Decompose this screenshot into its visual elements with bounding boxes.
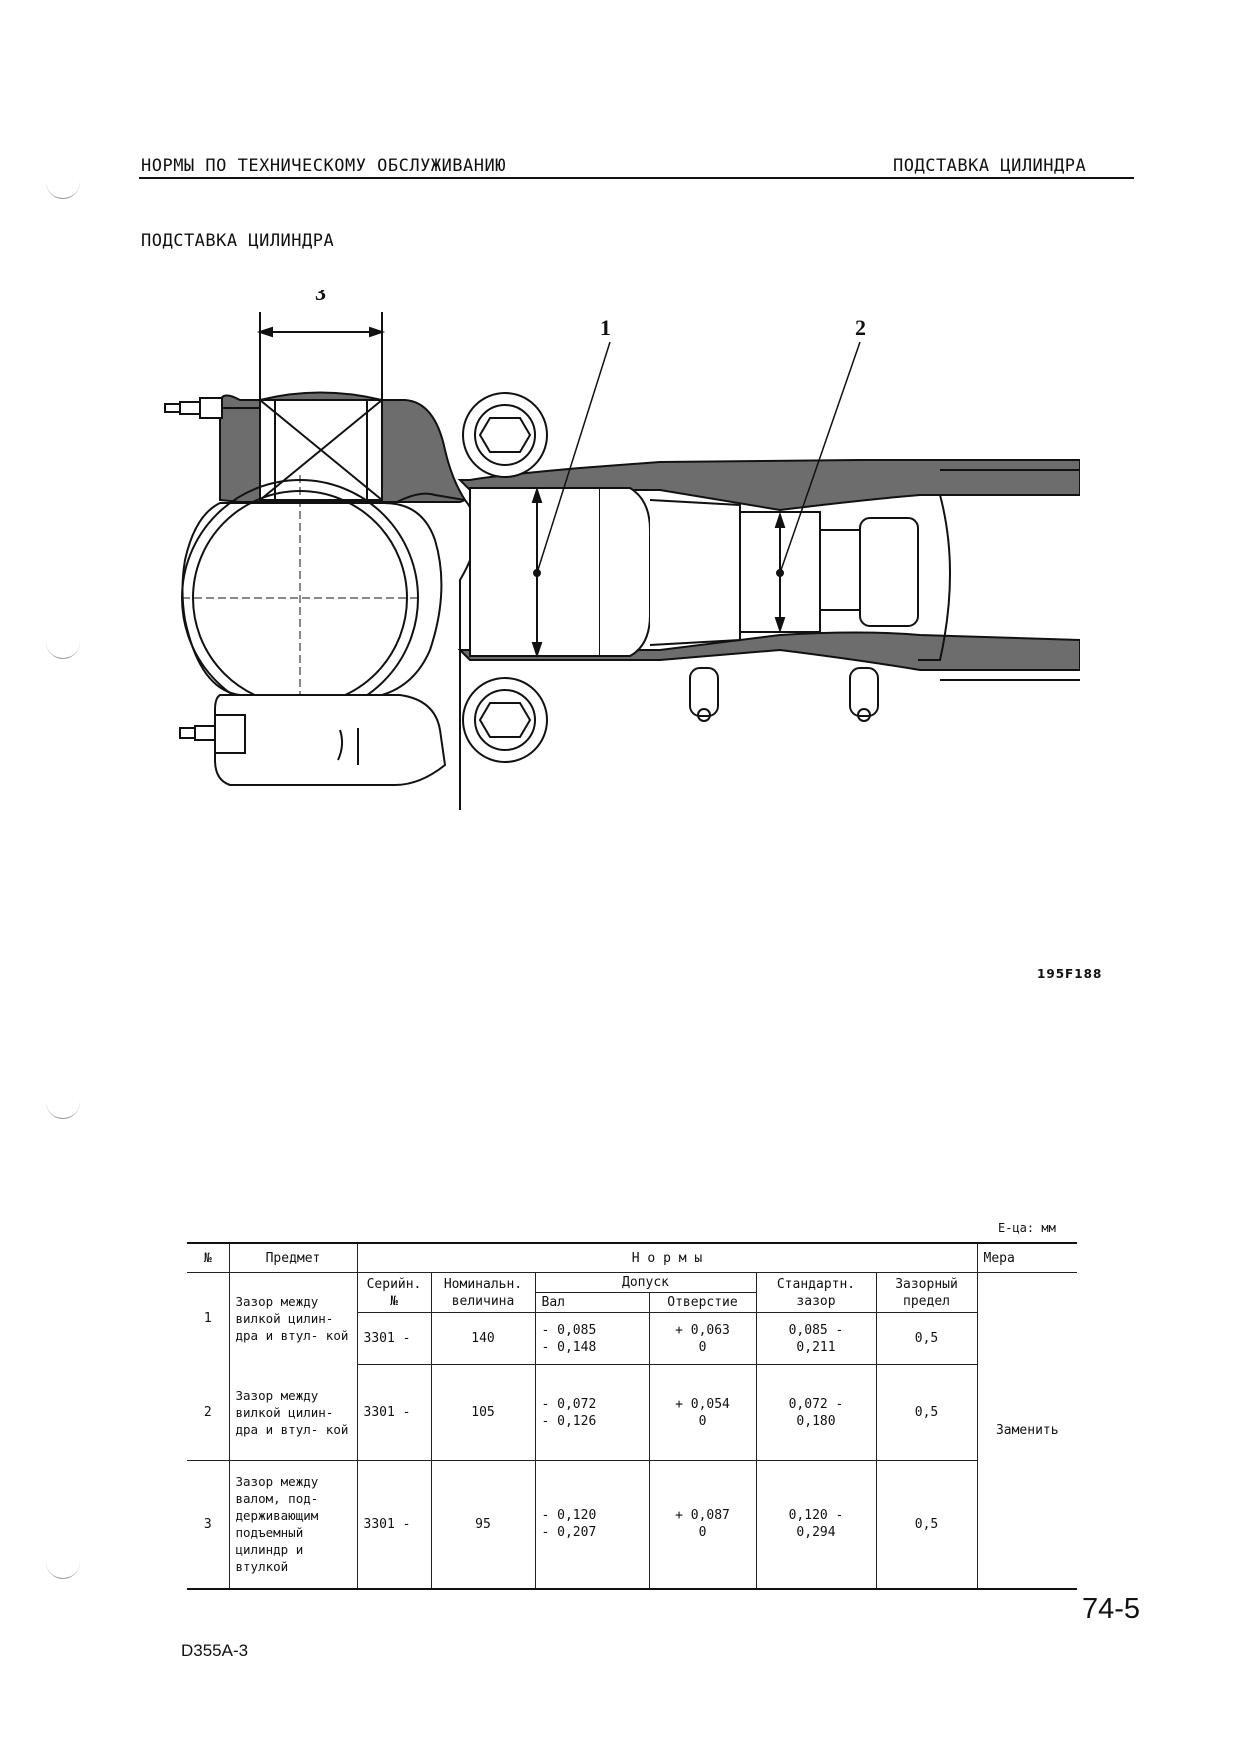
punch-hole-mark	[46, 1100, 80, 1119]
row-2-std-clearance: 0,072 -0,180	[755, 1364, 877, 1461]
row-1-limit: 0,5	[875, 1312, 978, 1365]
row-2-shaft: - 0,072- 0,126	[534, 1364, 650, 1461]
header-std-clearance: Стандартн. зазор	[755, 1272, 877, 1313]
header-left-title: НОРМЫ ПО ТЕХНИЧЕСКОМУ ОБСЛУЖИВАНИЮ	[141, 156, 506, 176]
row-2-no: 2	[187, 1364, 230, 1461]
figure-code: 195F188	[1037, 967, 1103, 981]
units-label: Е-ца: мм	[998, 1221, 1056, 1235]
callout-2: 2	[855, 315, 866, 340]
row-3-item: Зазор между валом, под- держивающим подъ…	[228, 1460, 358, 1590]
row-1-no: 1	[187, 1272, 230, 1365]
row-3-no: 3	[187, 1460, 230, 1590]
row-1-shaft: - 0,085- 0,148	[534, 1312, 650, 1365]
header-norms: Н о р м ы	[356, 1242, 978, 1273]
header-nominal: Номинальн. величина	[430, 1272, 536, 1313]
maintenance-norms-table: № Предмет Н о р м ы Мера 1 Зазор между в…	[187, 1242, 1077, 1590]
row-3-shaft: - 0,120- 0,207	[534, 1460, 650, 1590]
row-1-item: Зазор между вилкой цилин- дра и втул- ко…	[228, 1272, 358, 1365]
row-2-nominal: 105	[430, 1364, 536, 1461]
header-serial: Серийн. №	[356, 1272, 432, 1313]
callout-1: 1	[600, 315, 611, 340]
row-1-std-clearance: 0,085 -0,211	[755, 1312, 877, 1365]
punch-hole-mark	[46, 640, 80, 659]
header-rule	[139, 177, 1134, 179]
footer-page-number: 74-5	[1082, 1593, 1141, 1625]
header-item: Предмет	[228, 1242, 358, 1273]
footer-model: D355A-3	[181, 1641, 249, 1660]
row-3-limit: 0,5	[875, 1460, 978, 1590]
header-no: №	[187, 1242, 230, 1273]
header-measure: Мера	[976, 1242, 1077, 1273]
row-1-nominal: 140	[430, 1312, 536, 1365]
callout-3: 3	[315, 290, 326, 305]
section-title: ПОДСТАВКА ЦИЛИНДРА	[141, 231, 335, 251]
header-tolerance: Допуск	[534, 1272, 757, 1293]
row-2-serial: 3301 -	[356, 1364, 432, 1461]
row-3-std-clearance: 0,120 -0,294	[755, 1460, 877, 1590]
row-3-nominal: 95	[430, 1460, 536, 1590]
measure-value: Заменить	[976, 1272, 1077, 1590]
row-2-item: Зазор между вилкой цилин- дра и втул- ко…	[228, 1364, 358, 1461]
punch-hole-mark	[46, 180, 80, 199]
header-limit: Зазорный предел	[875, 1272, 978, 1313]
row-2-limit: 0,5	[875, 1364, 978, 1461]
row-1-serial: 3301 -	[356, 1312, 432, 1365]
header-right-title: ПОДСТАВКА ЦИЛИНДРА	[893, 156, 1087, 176]
cylinder-stand-drawing: 1 2 3	[164, 290, 1080, 810]
header-shaft: Вал	[534, 1292, 650, 1313]
header-hole: Отверстие	[648, 1292, 757, 1313]
row-3-serial: 3301 -	[356, 1460, 432, 1590]
punch-hole-mark	[46, 1560, 80, 1579]
